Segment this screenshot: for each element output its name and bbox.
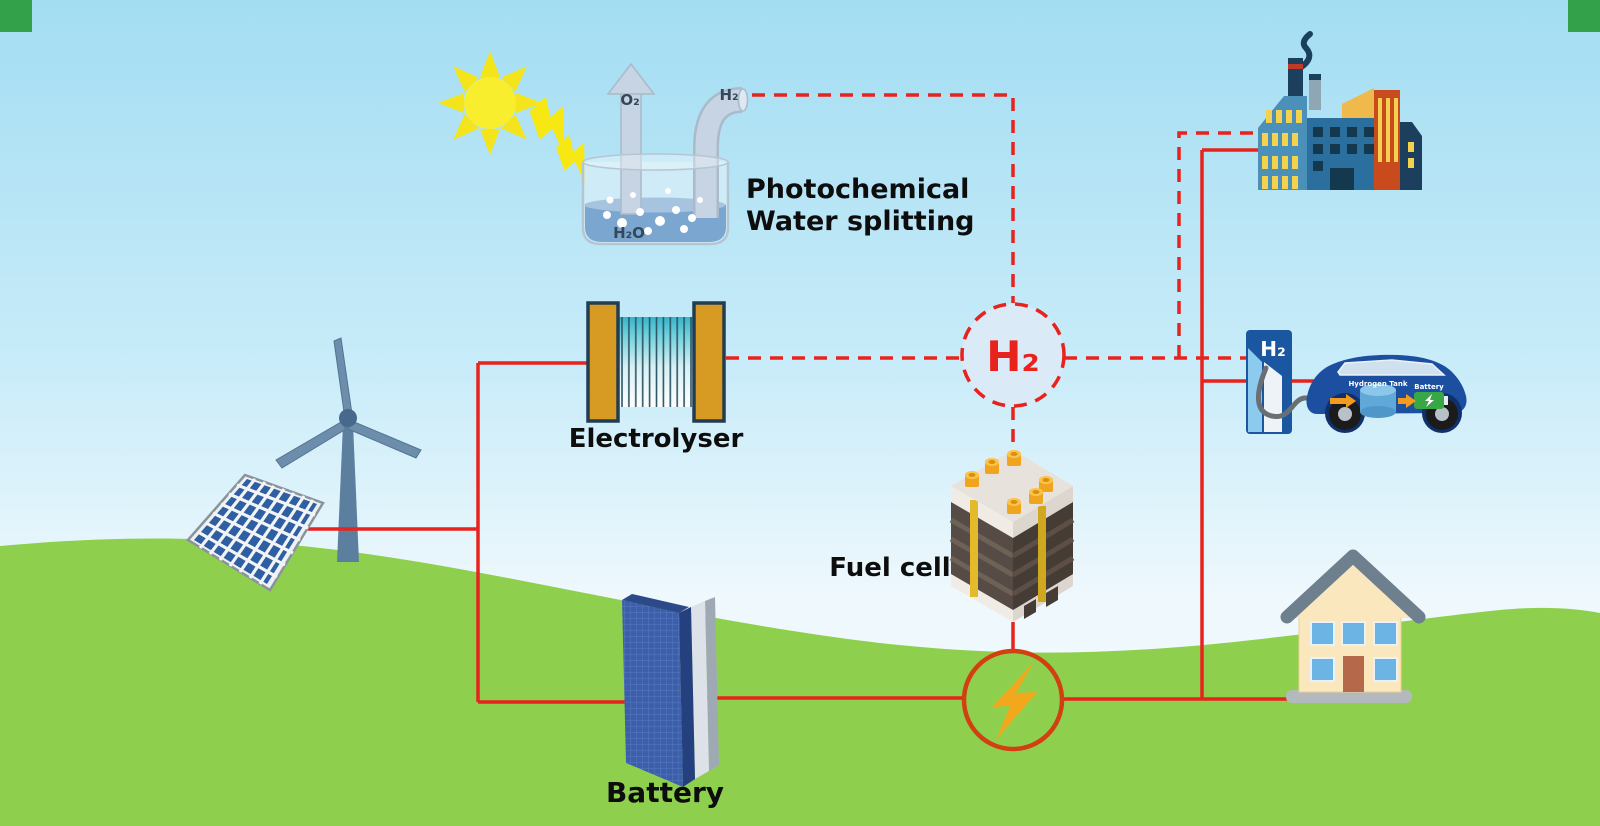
h2o-label: H₂O — [613, 224, 645, 242]
car-battery-label: Battery — [1414, 383, 1444, 391]
car-tank-label: Hydrogen Tank — [1348, 380, 1407, 388]
car-battery: Battery — [1414, 383, 1448, 409]
sun-icon — [438, 51, 542, 155]
electrolyser-label: Electrolyser — [569, 424, 744, 454]
car-hydrogen-tank: Hydrogen Tank — [1348, 380, 1408, 418]
h2-hub-node: H₂ — [960, 302, 1066, 408]
electrolyser-icon — [586, 301, 726, 423]
factory-icon — [1258, 31, 1422, 190]
pump-hose — [1255, 365, 1321, 419]
photochemical-title-line1: Photochemical — [746, 174, 969, 205]
pump-h2-label: H₂ — [1260, 337, 1286, 361]
fuel-cell-label: Fuel cell — [829, 553, 950, 583]
sunlight-bolts-icon — [529, 96, 585, 184]
battery-label: Battery — [606, 776, 724, 809]
h2-pipe-icon — [693, 87, 749, 218]
grass-hill — [0, 538, 1600, 826]
line-hub-to-factory — [1177, 131, 1258, 358]
hydrogen-lines — [726, 93, 1258, 448]
house-icon — [1280, 549, 1426, 703]
watermark-corner-right — [1568, 0, 1600, 32]
h2-pipe-label: H₂ — [719, 86, 738, 104]
photochemical-title-line2: Water splitting — [746, 206, 975, 237]
bubbles — [603, 188, 703, 235]
lightning-bolt-icon — [992, 662, 1037, 740]
line-photochemical-to-hub — [752, 93, 1015, 303]
solar-panel-icon — [186, 473, 325, 592]
fuel-cell-terminals — [965, 450, 1053, 514]
o2-label: O₂ — [620, 91, 639, 109]
watermark-corner-left — [0, 0, 32, 32]
h2-pump-icon: H₂ — [1246, 330, 1321, 434]
h2-hub-label: H₂ — [986, 332, 1040, 381]
electricity-node — [961, 648, 1065, 752]
photochemical-beaker-icon: O₂ H₂ H₂O — [581, 62, 749, 246]
hydrogen-car-icon: Hydrogen Tank Battery — [1306, 354, 1467, 433]
battery-icon — [622, 594, 719, 787]
car-flow-arrows — [1330, 394, 1416, 408]
fuel-cell-icon — [949, 450, 1075, 622]
o2-arrow-icon — [606, 62, 656, 215]
